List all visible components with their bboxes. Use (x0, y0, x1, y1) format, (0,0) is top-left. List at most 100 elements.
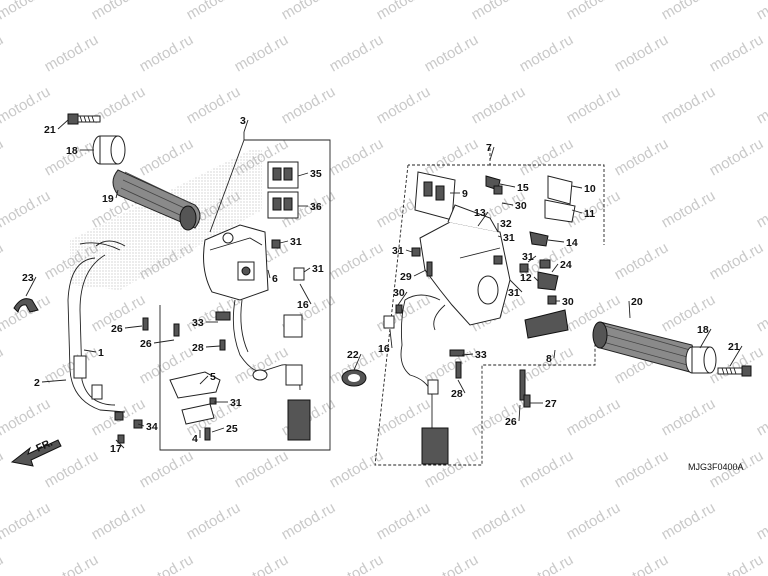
part-callout-31: 31 (230, 397, 242, 409)
watermark: motod.ru (612, 239, 672, 283)
watermark: motod.ru (0, 395, 53, 439)
right-handlebar-assembly (341, 148, 752, 466)
cable-clip-23 (13, 298, 39, 313)
leader-line (41, 379, 67, 383)
leader-line (115, 189, 119, 199)
watermark: motod.ru (279, 0, 339, 23)
front-direction-arrow: FR. (10, 437, 62, 467)
part-callout-11: 11 (584, 208, 595, 220)
part-callout-2: 2 (34, 377, 40, 389)
part-callout-36: 36 (310, 201, 322, 213)
watermark: motod.ru (232, 31, 292, 75)
watermark: motod.ru (659, 0, 719, 23)
watermark: motod.ru (232, 551, 292, 576)
part-callout-31: 31 (312, 263, 324, 275)
watermark: motod.ru (564, 395, 624, 439)
left-switch-housing (203, 224, 269, 301)
watermark: motod.ru (422, 31, 482, 75)
watermark: motod.ru (374, 83, 434, 127)
leader-line (389, 329, 393, 349)
throttle-cables (67, 240, 126, 413)
watermark: motod.ru (184, 83, 244, 127)
part-callout-31: 31 (522, 251, 534, 263)
watermark: motod.ru (612, 31, 672, 75)
leader-line (628, 300, 631, 319)
watermark: motod.ru (564, 83, 624, 127)
watermark: motod.ru (42, 551, 102, 576)
leader-line (211, 427, 225, 433)
watermark: motod.ru (754, 0, 768, 23)
watermark: motod.ru (184, 499, 244, 543)
part-callout-12: 12 (520, 272, 532, 284)
part-callout-30: 30 (393, 287, 405, 299)
part-callout-31: 31 (392, 245, 404, 257)
drawing-code: MJG3F0400A (688, 462, 744, 472)
part-callout-23: 23 (22, 272, 34, 284)
watermark: motod.ru (42, 31, 102, 75)
leader-line (397, 291, 408, 306)
leader-line (489, 146, 495, 161)
watermark: motod.ru (707, 31, 767, 75)
watermark: motod.ru (0, 135, 6, 179)
part-callout-8: 8 (546, 353, 552, 365)
part-callout-9: 9 (462, 188, 468, 200)
leader-line (699, 328, 712, 349)
leader-line (571, 209, 583, 214)
part-callout-31: 31 (290, 236, 302, 248)
leader-line (153, 339, 175, 344)
watermark: motod.ru (137, 135, 197, 179)
leader-line (199, 375, 209, 385)
watermark: motod.ru (327, 135, 387, 179)
watermark: motod.ru (0, 187, 53, 231)
watermark: motod.ru (754, 395, 768, 439)
leader-line (477, 211, 489, 227)
watermark: motod.ru (469, 499, 529, 543)
watermark: motod.ru (659, 499, 719, 543)
cable-clip-22 (341, 369, 367, 387)
leader-line (205, 345, 221, 348)
watermark: motod.ru (374, 0, 434, 23)
watermark: motod.ru (612, 135, 672, 179)
part-callout-17: 17 (110, 443, 122, 455)
watermark: motod.ru (327, 239, 387, 283)
callout-leaders (25, 119, 743, 449)
part-callout-33: 33 (192, 317, 204, 329)
watermark: motod.ru (707, 135, 767, 179)
watermark: motod.ru (659, 83, 719, 127)
leader-line (497, 235, 502, 238)
leader-line (405, 249, 413, 253)
leader-line (729, 345, 743, 367)
part-callout-25: 25 (226, 423, 238, 435)
bolt-21-right (717, 365, 752, 377)
part-callout-1: 1 (98, 347, 104, 359)
part-callout-22: 22 (347, 349, 359, 361)
left-wire-harness (232, 299, 311, 441)
part-callout-18: 18 (66, 145, 78, 157)
watermark: motod.ru (0, 0, 53, 23)
part-callout-7: 7 (486, 142, 492, 154)
leader-line (551, 263, 559, 273)
part-callout-16: 16 (378, 343, 390, 355)
bolt-21-left (67, 113, 101, 125)
part-callout-35: 35 (310, 168, 322, 180)
watermark: motod.ru (42, 447, 102, 491)
leader-line (509, 279, 523, 293)
watermark: motod.ru (374, 499, 434, 543)
right-switch-housing (419, 204, 511, 326)
leader-line (124, 325, 143, 329)
bar-end-weight-18-right (685, 346, 717, 374)
part-callout-28: 28 (451, 388, 463, 400)
part-callout-34: 34 (146, 421, 158, 433)
watermark: motod.ru (422, 135, 482, 179)
watermark: motod.ru (0, 291, 53, 335)
watermark: motod.ru (327, 447, 387, 491)
watermark: motod.ru (279, 83, 339, 127)
part-callout-32: 32 (500, 218, 512, 230)
front-label: FR. (34, 437, 54, 455)
leader-line (267, 269, 271, 279)
leader-line (571, 185, 583, 189)
part-callout-26: 26 (140, 338, 152, 350)
bar-end-weight-18-left (92, 135, 126, 165)
watermark: motod.ru (0, 499, 53, 543)
